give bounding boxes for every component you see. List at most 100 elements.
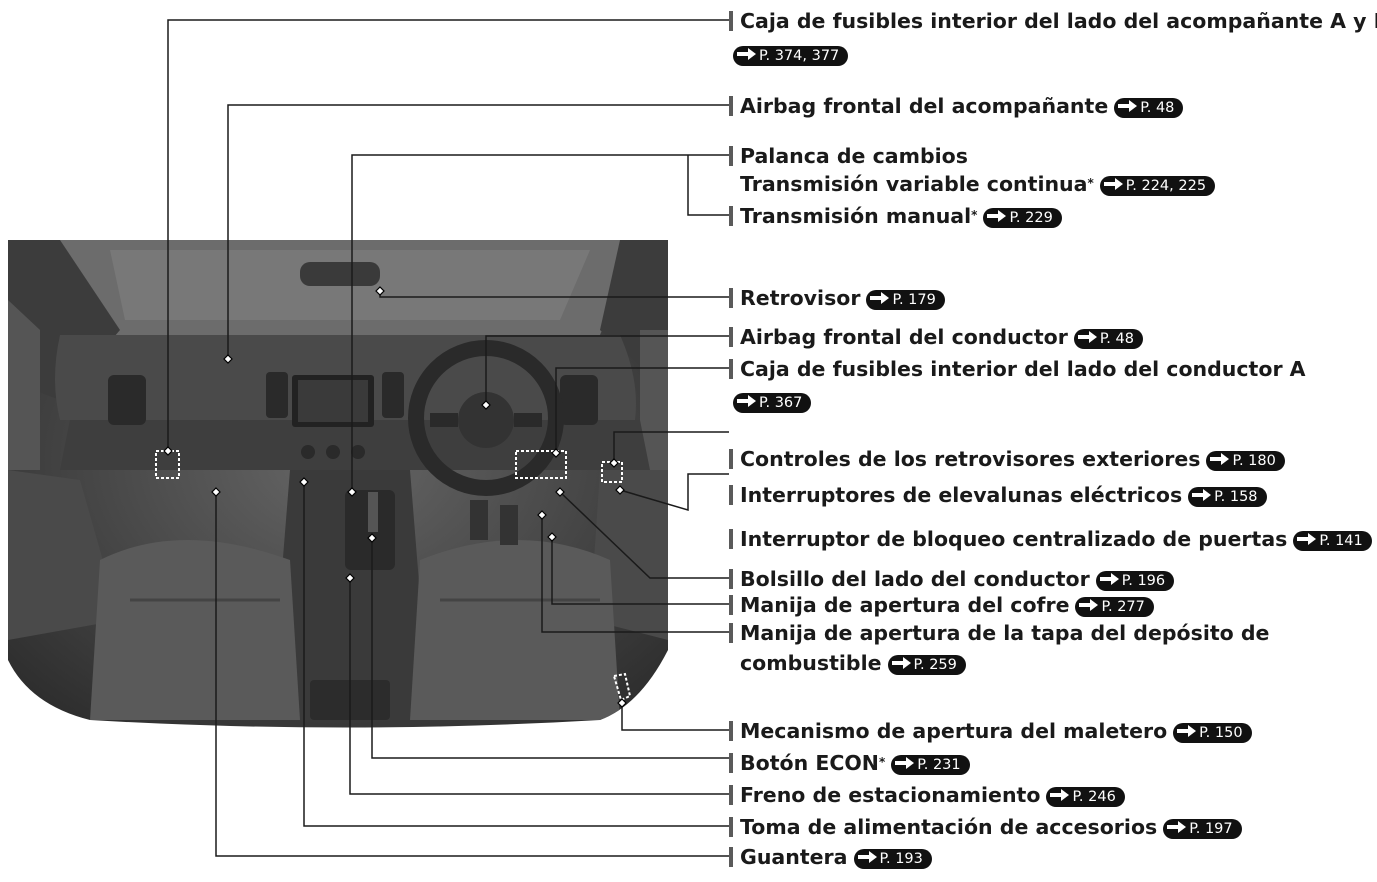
footnote-star: * (971, 208, 978, 222)
label-accessory-socket: Toma de alimentación de accesorios P. 197 (729, 815, 1242, 839)
page-reference-text: P. 180 (1232, 453, 1276, 469)
page-reference-arrow-icon (1210, 451, 1232, 471)
page-reference-text: P. 224, 225 (1125, 178, 1207, 194)
page-reference-text: P. 158 (1214, 489, 1258, 505)
leader-lines (167, 19, 729, 857)
page-reference-link[interactable]: P. 150 (1173, 723, 1252, 743)
label-text: Botón ECON (740, 751, 879, 775)
page-reference-arrow-icon (737, 46, 759, 66)
page-reference-link[interactable]: P. 246 (1046, 787, 1125, 807)
page-reference-link[interactable]: P. 196 (1095, 571, 1175, 591)
page-reference-link[interactable]: P. 158 (1188, 487, 1267, 507)
page-reference-link[interactable]: P. 48 (1114, 98, 1184, 118)
page-reference-link[interactable]: P. 229 (983, 208, 1062, 228)
marker-points (163, 286, 627, 708)
page-reference-text: P. 259 (913, 657, 957, 673)
page-reference-link[interactable]: P. 259 (887, 655, 966, 675)
page-reference-link[interactable]: P. 367 (733, 393, 812, 413)
label-text: Manija de apertura de la tapa del depósi… (740, 621, 1270, 645)
label-power-window-switches: Interruptores de elevalunas eléctricos P.… (729, 483, 1267, 507)
page-reference-arrow-icon (1177, 723, 1199, 743)
label-text: Toma de alimentación de accesorios (740, 815, 1158, 839)
page-reference-arrow-icon (895, 755, 917, 775)
page-reference-text: P. 197 (1189, 821, 1233, 837)
page-reference-arrow-icon (737, 393, 759, 413)
interior-photo (8, 240, 668, 728)
page-reference-text: P. 179 (892, 292, 936, 308)
page-reference-text: P. 229 (1009, 210, 1053, 226)
page-reference-link[interactable]: P. 48 (1073, 329, 1143, 349)
footnote-star: * (1087, 176, 1094, 190)
driver-fuse-box-highlight (515, 450, 567, 479)
label-text: Freno de estacionamiento (740, 783, 1041, 807)
label-passenger-fuse-box: Caja de fusibles interior del lado del a… (729, 9, 1377, 33)
label-text: Caja de fusibles interior del lado del c… (740, 357, 1306, 381)
label-mirror-controls: Controles de los retrovisores exteriores… (729, 447, 1285, 471)
label-parking-brake: Freno de estacionamiento P. 246 (729, 783, 1125, 807)
label-driver-pocket: Bolsillo del lado del conductor P. 196 (729, 567, 1175, 591)
page-reference-arrow-icon (1077, 329, 1100, 349)
label-passenger-airbag: Airbag frontal del acompañante P. 48 (729, 94, 1184, 118)
label-text: Interruptor de bloqueo centralizado de p… (740, 527, 1288, 551)
label-glove-box: Guantera P. 193 (729, 845, 932, 869)
label-text: Guantera (740, 845, 848, 869)
page-reference-text: P. 150 (1199, 725, 1243, 741)
label-text: Retrovisor (740, 286, 861, 310)
page-reference-arrow-icon (1167, 819, 1189, 839)
page-reference-arrow-icon (1297, 531, 1319, 551)
page-reference-link[interactable]: P. 179 (866, 290, 945, 310)
page-reference-link[interactable]: P. 231 (891, 755, 970, 775)
label-shift-lever: Palanca de cambios (729, 144, 968, 168)
page-reference-arrow-icon (870, 290, 892, 310)
page-reference-text: P. 193 (879, 851, 923, 867)
label-rearview-mirror: Retrovisor P. 179 (729, 286, 945, 310)
page-reference-link[interactable]: P. 224, 225 (1099, 176, 1216, 196)
label-driver-fuse-box-ref-line: P. 367 (729, 389, 812, 413)
page-reference-arrow-icon (857, 849, 880, 869)
page-reference-arrow-icon (1050, 787, 1072, 807)
page-reference-text: P. 374, 377 (759, 48, 840, 64)
page-reference-link[interactable]: P. 141 (1293, 531, 1372, 551)
label-text: Interruptores de elevalunas eléctricos (740, 483, 1183, 507)
page-reference-text: P. 277 (1101, 599, 1145, 615)
page-reference-text: P. 141 (1319, 533, 1363, 549)
page-reference-link[interactable]: P. 193 (853, 849, 932, 869)
footnote-star: * (878, 755, 886, 769)
page-reference-text: P. 246 (1072, 789, 1116, 805)
page-reference-arrow-icon (1079, 597, 1101, 617)
label-text: Caja de fusibles interior del lado del a… (740, 9, 1377, 33)
page-reference-link[interactable]: P. 277 (1075, 597, 1154, 617)
label-text: Bolsillo del lado del conductor (740, 567, 1090, 591)
page-reference-arrow-icon (1103, 176, 1126, 196)
page-reference-link[interactable]: P. 197 (1163, 819, 1242, 839)
label-fuel-door-release-1: Manija de apertura de la tapa del depósi… (729, 621, 1269, 645)
label-text: Controles de los retrovisores exteriores (740, 447, 1201, 471)
label-text: Airbag frontal del acompañante (740, 94, 1109, 118)
page-reference-text: P. 196 (1121, 573, 1166, 589)
page-reference-text: P. 48 (1099, 331, 1134, 347)
label-text: Transmisión manual (740, 204, 972, 228)
page-reference-link[interactable]: P. 374, 377 (733, 46, 849, 66)
page-reference-arrow-icon (1192, 487, 1214, 507)
label-text: combustible (740, 651, 882, 675)
page-reference-text: P. 231 (917, 757, 961, 773)
page-reference-text: P. 367 (759, 395, 803, 411)
label-text: Palanca de cambios (740, 144, 968, 168)
label-text: Airbag frontal del conductor (740, 325, 1068, 349)
label-fuel-door-release-2: combustible P. 259 (729, 651, 966, 675)
page-reference-arrow-icon (1118, 98, 1140, 118)
page-reference-arrow-icon (1099, 571, 1122, 591)
label-passenger-fuse-box-ref-line: P. 374, 377 (729, 42, 849, 66)
label-driver-airbag: Airbag frontal del conductor P. 48 (729, 325, 1143, 349)
page-reference-text: P. 48 (1140, 100, 1175, 116)
label-cvt: Transmisión variable continua*P. 224, 22… (729, 172, 1216, 196)
label-manual-transmission: Transmisión manual* P. 229 (729, 204, 1062, 228)
trunk-release-highlight (612, 672, 632, 702)
page-reference-arrow-icon (987, 208, 1009, 228)
page-reference-link[interactable]: P. 180 (1206, 451, 1285, 471)
label-econ-button: Botón ECON* P. 231 (729, 751, 970, 775)
label-driver-fuse-box: Caja de fusibles interior del lado del c… (729, 357, 1306, 381)
